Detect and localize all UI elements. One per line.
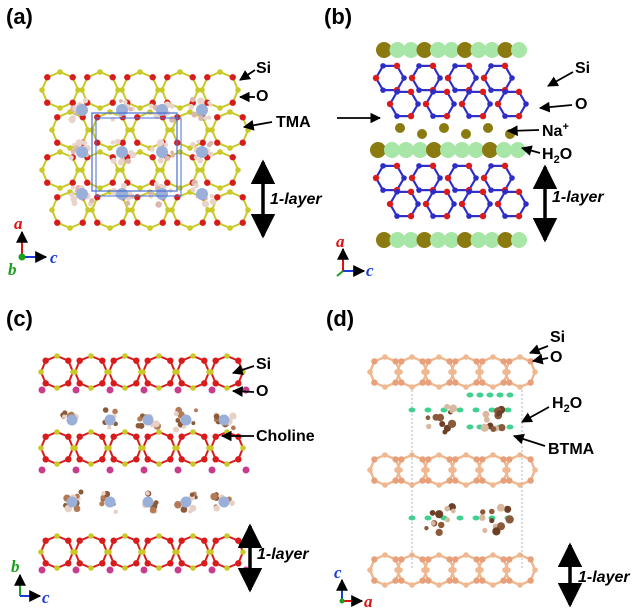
layer-label-a: 1-layer xyxy=(270,191,322,208)
arrow-na-b xyxy=(506,125,540,137)
panel-label-b: (b) xyxy=(324,4,352,29)
structure-b-framework xyxy=(370,42,529,248)
panel-d: (d) Si O H2O BTMA 1-layer c a xyxy=(326,306,630,611)
axis-label-d-horizontal: a xyxy=(364,592,373,611)
arrow-si-a xyxy=(239,69,256,81)
axis-label-b-horizontal: c xyxy=(366,261,374,280)
axis-label-a-vertical: a xyxy=(14,214,23,233)
structure-d-framework xyxy=(367,354,538,588)
arrow-si-b xyxy=(547,71,574,87)
arrow-si-d xyxy=(528,344,549,355)
panel-a: (a) Si O TMA 1-layer a c b xyxy=(6,4,382,279)
annotation-si-d: Si xyxy=(550,329,565,346)
arrow-o-d xyxy=(531,353,549,365)
axis-triad-a: a c b xyxy=(8,214,58,279)
annotation-h2o-b: H2O xyxy=(542,146,572,166)
annotation-si-c: Si xyxy=(256,356,271,373)
panel-c: (c) Si O Choline 1-layer b c xyxy=(6,306,315,607)
axis-label-b-vertical: a xyxy=(336,232,345,251)
panel-label-d: (d) xyxy=(326,306,354,331)
layer-label-c: 1-layer xyxy=(257,546,309,563)
structure-c-framework xyxy=(38,353,250,574)
panel-label-a: (a) xyxy=(6,4,33,29)
axis-triad-c: b c xyxy=(11,557,50,607)
axis-label-d-vertical: c xyxy=(334,563,342,582)
annotation-si-b: Si xyxy=(575,60,590,77)
axis-label-c-horizontal: c xyxy=(42,588,50,607)
panel-b: (b) Si O Na+ H2O 1-layer a c xyxy=(324,4,604,280)
annotation-o-d: O xyxy=(550,349,562,366)
panel-label-c: (c) xyxy=(6,306,33,331)
arrow-h2o-b xyxy=(520,145,541,156)
axis-label-a-horizontal: c xyxy=(50,248,58,267)
arrow-tma-a xyxy=(242,119,273,131)
layer-label-d: 1-layer xyxy=(578,569,630,586)
arrow-o-c xyxy=(231,386,255,397)
axis-triad-b: a c xyxy=(336,232,374,280)
annotation-btma-d: BTMA xyxy=(548,441,595,458)
axis-label-a-out: b xyxy=(8,260,17,279)
layer-label-b: 1-layer xyxy=(552,189,604,206)
annotation-o-a: O xyxy=(256,88,268,105)
annotation-si-a: Si xyxy=(256,60,271,77)
arrow-o-b xyxy=(538,101,573,113)
annotation-h2o-d: H2O xyxy=(552,395,582,415)
structure-a-framework xyxy=(39,69,251,231)
arrow-si-c xyxy=(231,364,255,376)
axis-triad-d: c a xyxy=(334,563,373,611)
annotation-o-c: O xyxy=(256,383,268,400)
annotation-na-b: Na+ xyxy=(542,121,569,140)
unit-cell-a-back xyxy=(95,117,182,197)
annotation-tma-a: TMA xyxy=(276,114,311,131)
arrow-h2o-d xyxy=(521,406,550,423)
unit-cell-a xyxy=(91,112,178,192)
axis-label-c-vertical: b xyxy=(11,557,20,576)
arrow-btma-d xyxy=(512,433,546,447)
annotation-choline-c: Choline xyxy=(256,428,315,445)
annotation-o-b: O xyxy=(575,96,587,113)
